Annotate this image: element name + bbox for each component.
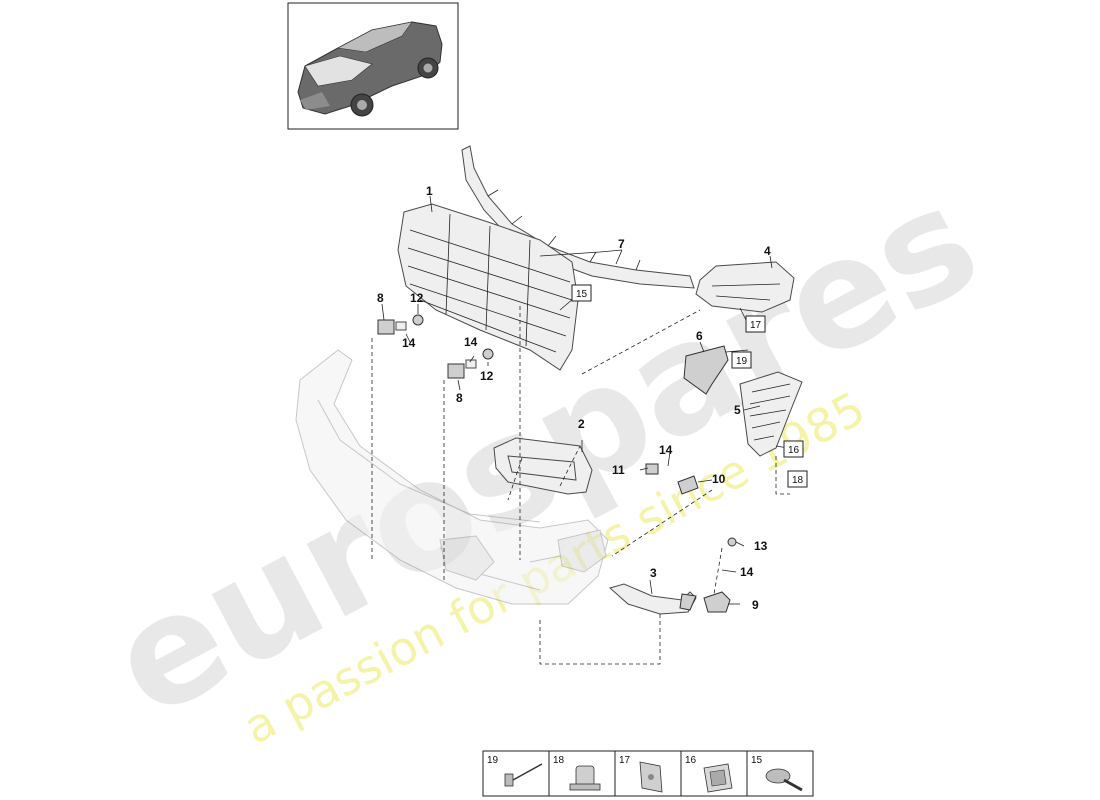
callout-1: 1	[426, 184, 433, 198]
callout-14-b: 14	[464, 335, 478, 349]
air-guide	[683, 345, 729, 395]
callout-8-upper: 8	[377, 291, 384, 305]
callout-13: 13	[754, 539, 768, 553]
callout-12-upper: 12	[410, 291, 424, 305]
callout-7: 7	[618, 237, 625, 251]
clip-plate	[677, 475, 699, 495]
expanding-clip-icon	[569, 765, 601, 791]
callout-3: 3	[650, 566, 657, 580]
callouts: 1 2 3 4 5 6 7 8 8 9 10 11 12 12 13 14 14…	[377, 184, 771, 612]
front-bumper-cover	[295, 349, 609, 605]
grille-carrier	[397, 203, 579, 371]
legend-num-19: 19	[487, 755, 499, 766]
callout-14-a: 14	[402, 336, 416, 350]
legend-num-17: 17	[619, 755, 631, 766]
center-duct-frame	[493, 437, 593, 495]
callout-10: 10	[712, 472, 726, 486]
screw-icon	[765, 768, 803, 792]
rivet-icon	[504, 763, 543, 787]
leader-lines	[381, 195, 789, 605]
bracket	[703, 591, 731, 613]
clip	[645, 463, 659, 475]
air-duct-upper	[695, 261, 795, 313]
vehicle-thumbnail	[287, 2, 459, 130]
mount-bracket-upper	[377, 314, 424, 335]
boxed-refs: 15 16 17 18 19	[571, 284, 808, 488]
callout-4: 4	[764, 244, 771, 258]
boxed-ref-15: 15	[576, 289, 588, 300]
callout-14-d: 14	[740, 565, 754, 579]
legend-num-15: 15	[751, 755, 763, 766]
legend-num-18: 18	[553, 755, 565, 766]
boxed-ref-19: 19	[736, 356, 748, 367]
boxed-ref-17: 17	[750, 320, 762, 331]
mount-bracket-lower	[447, 348, 494, 379]
trim-strip	[608, 583, 697, 615]
legend-num-16: 16	[685, 755, 697, 766]
clip-nut-icon	[703, 763, 733, 793]
callout-14-c: 14	[659, 443, 673, 457]
callout-5: 5	[734, 403, 741, 417]
callout-6: 6	[696, 329, 703, 343]
assembly-lines	[371, 306, 790, 665]
spring-nut-icon	[639, 761, 663, 793]
screw	[727, 537, 737, 547]
fastener-legend: 19 18 17 16 15	[482, 750, 814, 797]
callout-9: 9	[752, 598, 759, 612]
callout-11: 11	[612, 463, 625, 477]
boxed-ref-16: 16	[788, 445, 800, 456]
callout-2: 2	[578, 417, 585, 431]
boxed-ref-18: 18	[792, 475, 804, 486]
callout-12-lower: 12	[480, 369, 494, 383]
callout-8-lower: 8	[456, 391, 463, 405]
side-grille	[739, 371, 803, 457]
